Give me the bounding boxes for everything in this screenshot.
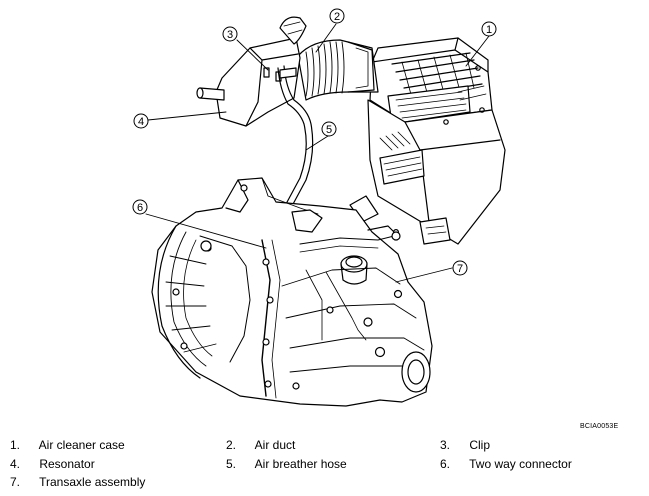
callouts: 1 2 3 4 5 6 7: [132, 8, 497, 276]
svg-text:1: 1: [486, 24, 492, 36]
legend-label: Transaxle assembly: [39, 475, 146, 489]
resonator: [196, 16, 307, 127]
legend-label: Two way connector: [469, 457, 572, 471]
legend-label: Air cleaner case: [38, 438, 125, 452]
air-cleaner-case: [349, 37, 506, 245]
legend-label: Air duct: [254, 438, 296, 452]
legend-label: Clip: [469, 438, 491, 452]
svg-text:6: 6: [137, 202, 143, 214]
svg-text:3: 3: [227, 29, 233, 41]
svg-text:7: 7: [457, 263, 463, 275]
legend-item: 5. Air breather hose: [226, 457, 347, 471]
legend-number: 2.: [226, 438, 237, 452]
callout-4: 4: [133, 113, 149, 129]
figure-code: BCIA0053E: [580, 423, 619, 430]
svg-text:5: 5: [326, 124, 332, 136]
svg-text:2: 2: [334, 11, 340, 23]
svg-text:4: 4: [138, 116, 144, 128]
legend-number: 1.: [10, 438, 21, 452]
callout-5: 5: [321, 121, 337, 137]
legend-number: 3.: [440, 438, 451, 452]
legend-number: 6.: [440, 457, 451, 471]
leader-lines: [145, 23, 490, 283]
legend-number: 7.: [10, 475, 21, 489]
legend-item: 2. Air duct: [226, 438, 295, 452]
legend-label: Air breather hose: [254, 457, 347, 471]
callout-1: 1: [481, 21, 497, 37]
legend-number: 5.: [226, 457, 237, 471]
legend-item: 6. Two way connector: [440, 457, 572, 471]
exploded-diagram: 1 2 3 4 5 6 7: [132, 8, 506, 407]
legend-number: 4.: [10, 457, 21, 471]
callout-7: 7: [452, 260, 468, 276]
legend-item: 7. Transaxle assembly: [10, 475, 145, 489]
legend-label: Resonator: [39, 457, 95, 471]
callout-3: 3: [222, 26, 238, 42]
callout-6: 6: [132, 199, 148, 215]
parts-legend: 1. Air cleaner case 2. Air duct 3. Clip …: [0, 438, 649, 496]
callout-2: 2: [329, 8, 345, 24]
legend-item: 4. Resonator: [10, 457, 95, 471]
legend-item: 1. Air cleaner case: [10, 438, 125, 452]
legend-item: 3. Clip: [440, 438, 490, 452]
air-duct: [297, 39, 379, 101]
transaxle-assembly: [151, 177, 433, 407]
